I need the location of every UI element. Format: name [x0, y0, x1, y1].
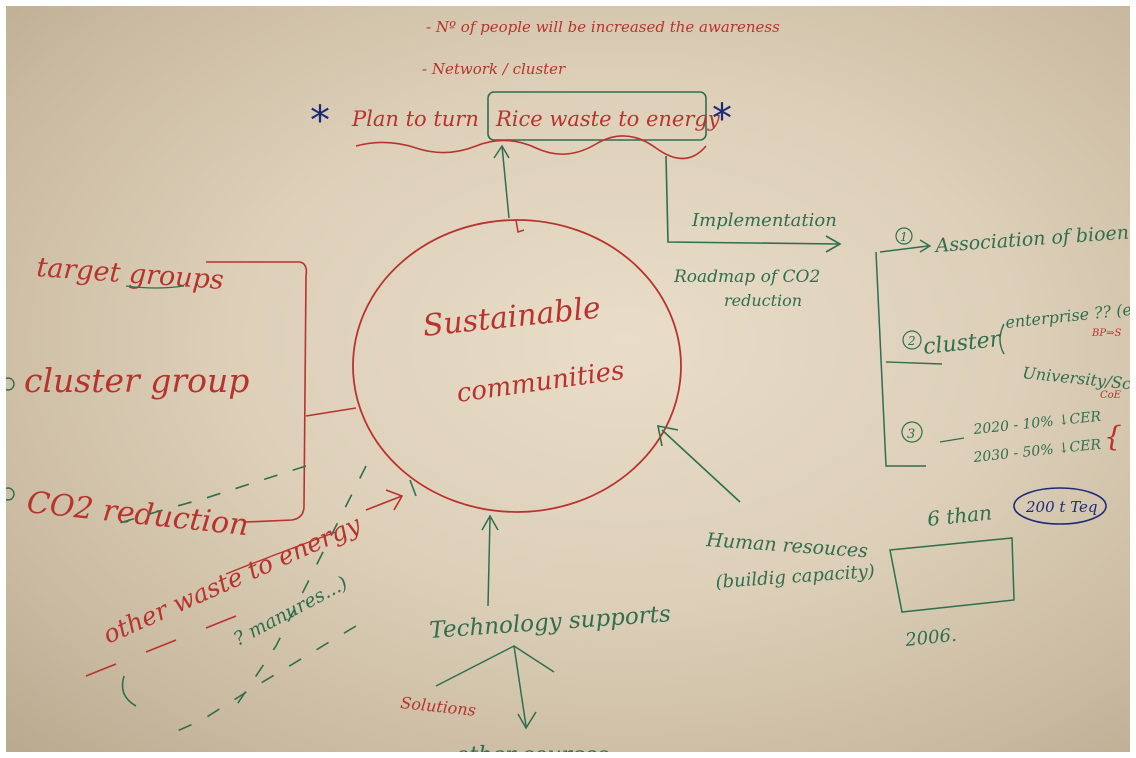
- top-note-network: - Network / cluster: [422, 60, 566, 78]
- item1-number: 1: [900, 230, 908, 244]
- arrowhead-tech-icon: [481, 514, 499, 531]
- arrowhead-to-plan-icon: [493, 144, 510, 159]
- item2-enterprise: enterprise ?? (en: [1004, 299, 1130, 332]
- item2-underline: [885, 361, 943, 365]
- circle-top-tick: [515, 219, 525, 233]
- other-sources-cutoff: other sources: [456, 743, 609, 752]
- item2-bp: BP⇒S: [1091, 328, 1121, 339]
- whiteboard: - Nº of people will be increased the awa…: [6, 18, 1130, 752]
- bullet-co2-icon: [6, 487, 15, 501]
- tech-down-arrow-icon: [513, 645, 537, 730]
- six-than-label: 6 than: [926, 500, 993, 531]
- technology-supports-label: Technology supports: [429, 601, 672, 644]
- dashed-line-right: [235, 465, 367, 707]
- whiteboard-photo: - Nº of people will be increased the awa…: [6, 6, 1130, 752]
- item3-arrow: [939, 437, 965, 443]
- arrow-to-plan: [501, 145, 510, 219]
- left-bracket: [206, 261, 308, 523]
- roadmap-line2: reduction: [724, 291, 802, 310]
- year-2006: 2006.: [903, 625, 957, 651]
- dashed-line-upper: [109, 465, 307, 527]
- right-list-bracket: [875, 251, 926, 467]
- item3-number: 3: [907, 427, 915, 442]
- roadmap-line1: Roadmap of CO2: [673, 267, 820, 287]
- top-note-awareness: - Nº of people will be increased the awa…: [426, 18, 780, 36]
- circled-value-outline: [1013, 487, 1107, 525]
- item2-brace: [999, 323, 1005, 355]
- bracket-curl: [121, 675, 137, 707]
- item1-association: Association of bioenergy: [933, 218, 1130, 257]
- item1-arrow-icon: [879, 239, 932, 253]
- item1-circle-icon: [895, 227, 913, 245]
- tech-branch-lines: [435, 645, 555, 687]
- left-item-target-groups: target groups: [36, 252, 225, 296]
- energy-underline: [225, 531, 337, 575]
- item3-circle-icon: [901, 421, 923, 443]
- plan-underline: [355, 135, 707, 160]
- star-right-icon: *: [712, 96, 732, 142]
- circled-value: 200 t Teq: [1025, 498, 1098, 516]
- star-left-icon: *: [310, 98, 330, 144]
- arrow-tech-to-circle: [487, 517, 491, 607]
- left-item-cluster-group: cluster group: [24, 361, 249, 400]
- bullet-cluster-icon: [6, 377, 15, 391]
- item2-coe: CoE: [1100, 390, 1122, 401]
- implementation-arrowhead-icon: [825, 235, 842, 253]
- empty-box: [889, 537, 1015, 613]
- target-groups-underline: [125, 285, 185, 289]
- plan-boxed-text: Rice waste to energy: [495, 107, 721, 131]
- human-resources-line1: Human resouces: [705, 529, 869, 562]
- human-resources-line2: (buildig capacity): [715, 561, 876, 593]
- item2-circle-icon: [902, 330, 922, 350]
- item2-number: 2: [907, 334, 916, 348]
- implementation-arrow-line: [665, 155, 839, 245]
- arrow-waste-to-circle-icon: [365, 489, 404, 511]
- item2-cluster: cluster: [922, 327, 1003, 360]
- item3-2030: 2030 - 50% ↓CER: [972, 437, 1102, 466]
- plan-highlight-box: [487, 91, 707, 141]
- item3-2020: 2020 - 10% ↓CER: [972, 409, 1102, 438]
- dashed-line-lower: [165, 625, 357, 737]
- bracket-to-circle-line: [305, 407, 357, 417]
- central-circle: [352, 219, 682, 513]
- circle-text-line1: Sustainable: [421, 290, 602, 343]
- arrow-hr-to-circle-icon: [656, 424, 741, 503]
- implementation-label: Implementation: [691, 210, 837, 231]
- solutions-label: Solutions: [400, 693, 477, 720]
- circle-text-line2: communities: [455, 356, 626, 409]
- dash-tick: [409, 479, 417, 497]
- item3-brace: {: [1104, 420, 1122, 453]
- other-waste-dashes: [85, 615, 237, 677]
- plan-prefix: Plan to turn: [351, 107, 479, 131]
